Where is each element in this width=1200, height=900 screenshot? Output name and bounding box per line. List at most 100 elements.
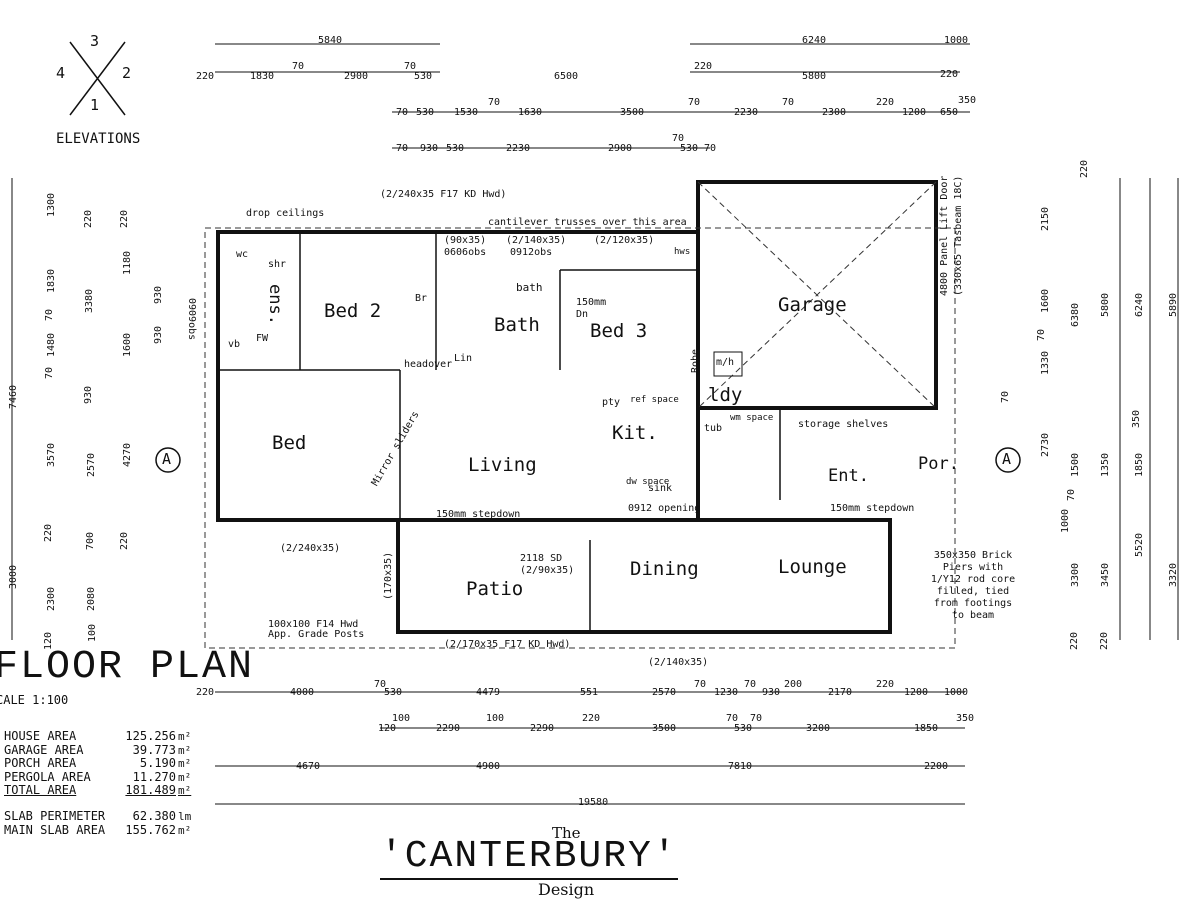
dim-bottom1-5: 551 (580, 687, 599, 698)
room-lounge: Lounge (778, 556, 847, 578)
dim-top4-0: 70 (396, 143, 409, 154)
dim-bottom1-15: 1000 (944, 687, 969, 698)
area-label: PERGOLA AREA (4, 769, 91, 784)
dim-left-in2-5: 4270 (122, 442, 134, 468)
dim-top3-3: 70 (488, 97, 501, 108)
dim-bottom3-1: 4900 (476, 761, 501, 772)
dim-top3-8: 70 (782, 97, 795, 108)
fixture-vb: vb (228, 339, 241, 350)
dim-bottom2-12: 350 (956, 713, 975, 724)
dim-right-1: 2150 (1040, 206, 1052, 232)
elevations-label: ELEVATIONS (56, 131, 141, 147)
dim-top2-3: 2900 (344, 71, 369, 82)
note-hwd-bottom: (2/170x35 F17 KD Hwd) (444, 639, 571, 650)
dim-top2-8: 5800 (802, 71, 827, 82)
dim-top2-7: 220 (694, 61, 713, 72)
dim-right-8: 70 (1066, 488, 1078, 502)
design-name: 'CANTERBURY' (380, 835, 678, 880)
dim-top3-7: 2230 (734, 107, 759, 118)
room-ent: Ent. (828, 466, 869, 486)
fixture-bath: bath (516, 281, 543, 294)
dim-left-in2-0: 220 (119, 209, 131, 229)
dim-top2-6: 6500 (554, 71, 579, 82)
note-obs-0912: 0912obs (510, 247, 553, 258)
dim-bottom1-12: 2170 (828, 687, 853, 698)
dim-left-inner-0: 220 (83, 209, 95, 229)
note-stepdown-150: 150mm (576, 297, 607, 308)
fixture-hws: hws (674, 247, 691, 257)
dim-left-inner-4: 700 (85, 531, 97, 551)
note-storage: storage shelves (798, 419, 889, 430)
dim-bottom1-9: 70 (744, 679, 757, 690)
dim-left-mid-0: 1300 (46, 192, 58, 218)
dim-top3-4: 1630 (518, 107, 543, 118)
dim-top2-4: 70 (404, 61, 417, 72)
dim-left-in2-2: 930 (153, 285, 165, 305)
dim-bottom2-4: 2290 (530, 723, 555, 734)
fixture-lin: Lin (454, 353, 473, 364)
room-ens: ens. (264, 284, 285, 325)
dim-right-6: 2730 (1040, 432, 1052, 458)
dim-top3-6: 70 (688, 97, 701, 108)
dim-left-mid-3: 1480 (46, 332, 58, 358)
design-label: Design (538, 880, 595, 899)
note-opening: 0912 opening (628, 503, 701, 514)
room-bed: Bed (272, 432, 307, 454)
dim-right3-2: 5520 (1134, 532, 1146, 558)
design-the: The (552, 824, 581, 842)
dim-bottom1-14: 1200 (904, 687, 929, 698)
dim-top2-2: 70 (292, 61, 305, 72)
dim-bottom2-5: 220 (582, 713, 601, 724)
dim-bottom2-7: 70 (726, 713, 739, 724)
dim-top1-2: 1000 (944, 35, 969, 46)
dim-top3-10: 220 (876, 97, 895, 108)
room-patio: Patio (466, 578, 524, 600)
dim-bottom2-6: 3500 (652, 723, 677, 734)
area-label: HOUSE AREA (4, 729, 77, 743)
dim-top3-12: 650 (940, 107, 959, 118)
dim-bottom1-3: 530 (384, 687, 403, 698)
dim-top3-1: 530 (416, 107, 435, 118)
compass-mark-1: 1 (90, 96, 100, 114)
fixture-ref: ref space (630, 395, 679, 405)
area-value: 181.489 (125, 783, 176, 798)
area-label: MAIN SLAB AREA (4, 822, 106, 837)
room-bed2: Bed 2 (324, 300, 382, 322)
dim-bottom2-11: 1850 (914, 723, 939, 734)
fixture-wc: wc (236, 249, 249, 260)
dim-right4-1: 5890 (1168, 292, 1180, 318)
dim-top4-4: 2900 (608, 143, 633, 154)
note-lintel-120: (2/120x35) (594, 235, 655, 246)
dim-right-7: 1500 (1070, 452, 1082, 478)
dim-left-in2-6: 220 (119, 531, 131, 551)
dashed-lines (204, 181, 956, 649)
dim-bottom1-0: 220 (196, 687, 215, 698)
room-garage: Garage (778, 294, 847, 316)
dim-left-mid-4: 70 (44, 366, 56, 380)
dim-right3-1: 1850 (1134, 452, 1146, 478)
dim-left-mid-2: 70 (44, 308, 56, 322)
fixture-dw: dw space (626, 477, 670, 487)
area-value: 39.773 (132, 742, 176, 757)
dim-right-5: 70 (1000, 390, 1012, 404)
dim-bottom2-3: 100 (486, 713, 505, 724)
dim-bottom1-13: 220 (876, 679, 895, 690)
dim-bottom2-9: 70 (750, 713, 763, 724)
area-value: 62.380 (132, 808, 176, 823)
dim-right2-3: 3450 (1100, 562, 1112, 588)
dim-bottom3-2: 7810 (728, 761, 753, 772)
room-bath: Bath (494, 314, 540, 336)
area-unit: lm (178, 809, 192, 823)
dim-left-inner-2: 930 (83, 385, 95, 405)
fixture-br: Br (415, 293, 428, 304)
dim-bottom1-10: 930 (762, 687, 781, 698)
note-obs-0909: 0909obs (186, 298, 197, 341)
note-lintel-140: (2/140x35) (506, 235, 567, 246)
note-lintel-170: (170x35) (383, 551, 394, 600)
dim-bottom1-11: 200 (784, 679, 803, 690)
dim-bottom2-0: 120 (378, 723, 397, 734)
dim-right4-2: 3320 (1168, 562, 1180, 588)
